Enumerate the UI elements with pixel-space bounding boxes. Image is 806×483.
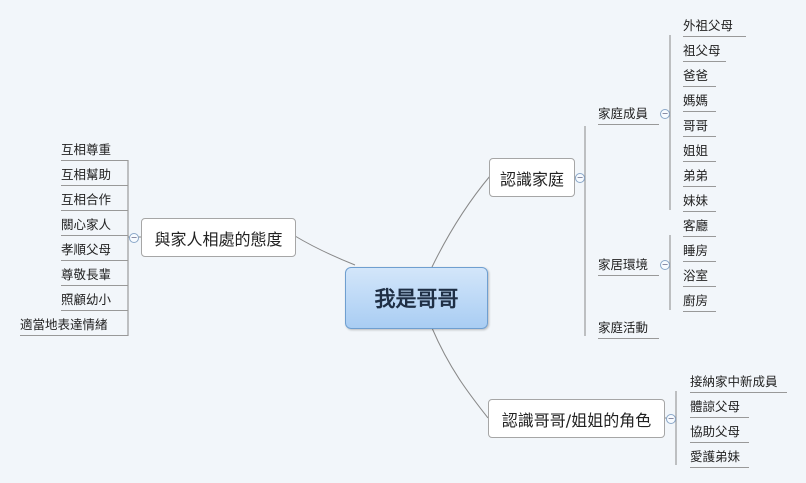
leaf-home-room[interactable]: 客廳 [683,218,716,237]
topic-know-family[interactable]: 認識家庭 [489,158,575,197]
leaf-attitude[interactable]: 關心家人 [61,217,128,236]
subtopic-home-environment[interactable]: 家居環境 [598,257,659,276]
leaf-attitude[interactable]: 尊敬長輩 [61,267,128,286]
leaf-home-room[interactable]: 睡房 [683,243,716,262]
leaf-family-member[interactable]: 弟弟 [683,168,716,187]
leaf-home-room[interactable]: 廚房 [683,293,716,312]
leaf-attitude[interactable]: 照顧幼小 [61,292,128,311]
collapse-minus-icon[interactable]: − [660,260,670,270]
leaf-family-member[interactable]: 媽媽 [683,93,716,112]
connector-central-family [431,175,491,268]
leaf-attitude[interactable]: 孝順父母 [61,242,128,261]
leaf-sibling-role[interactable]: 愛護弟妹 [690,449,749,468]
topic-know-sibling-role[interactable]: 認識哥哥/姐姐的角色 [488,399,665,438]
collapse-minus-icon[interactable]: − [575,173,585,183]
connector-central-role [431,327,489,419]
subtopic-family-members[interactable]: 家庭成員 [598,106,659,125]
leaf-home-room[interactable]: 浴室 [683,268,716,287]
topic-family-attitude[interactable]: 與家人相處的態度 [141,218,296,257]
leaf-family-member[interactable]: 姐姐 [683,143,716,162]
leaf-family-member[interactable]: 祖父母 [683,43,726,62]
leaf-sibling-role[interactable]: 體諒父母 [690,399,749,418]
leaf-family-member[interactable]: 爸爸 [683,68,716,87]
leaf-family-member[interactable]: 哥哥 [683,118,716,137]
subtopic-family-activities[interactable]: 家庭活動 [598,320,659,339]
leaf-sibling-role[interactable]: 接納家中新成員 [690,374,787,393]
collapse-minus-icon[interactable]: − [660,109,670,119]
leaf-family-member[interactable]: 外祖父母 [683,18,746,37]
collapse-minus-icon[interactable]: − [129,233,139,243]
leaf-sibling-role[interactable]: 協助父母 [690,424,749,443]
collapse-minus-icon[interactable]: − [666,414,676,424]
leaf-attitude[interactable]: 互相尊重 [61,142,128,161]
leaf-attitude[interactable]: 互相合作 [61,192,128,211]
connector-central-left [294,235,356,266]
leaf-attitude[interactable]: 互相幫助 [61,167,128,186]
central-topic[interactable]: 我是哥哥 [345,267,488,329]
leaf-family-member[interactable]: 妹妹 [683,193,716,212]
leaf-attitude[interactable]: 適當地表達情緒 [20,317,128,336]
